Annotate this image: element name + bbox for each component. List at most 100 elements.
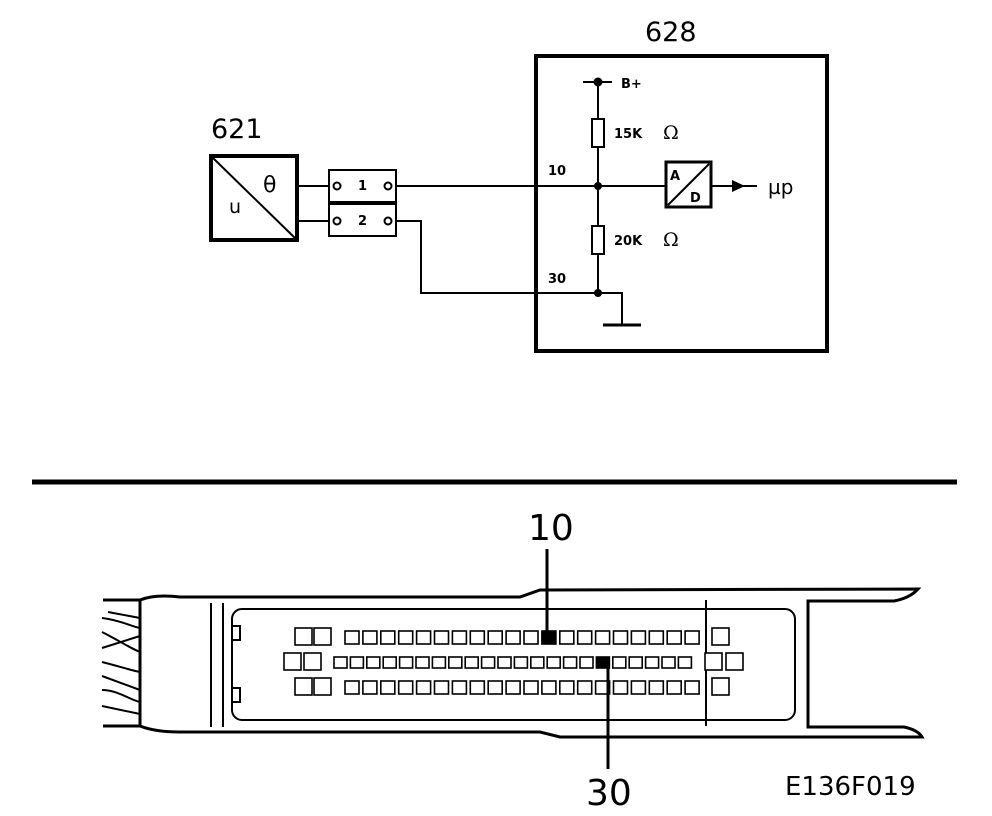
pin-cavity-large <box>725 652 744 671</box>
pin-cavity <box>333 656 348 669</box>
pin-cavity <box>630 680 647 695</box>
pin-cavity <box>431 656 447 669</box>
pin-cavity <box>644 656 660 669</box>
pin-cavity <box>379 630 396 645</box>
pin-cavity <box>415 630 432 645</box>
pin-cavity <box>562 656 578 669</box>
pin-cavity <box>447 656 463 669</box>
pin-cavity <box>628 656 644 669</box>
pin-cavity <box>362 630 378 645</box>
pin-cavity <box>344 680 360 695</box>
pin-cavity <box>529 656 545 669</box>
adc-a-label: A <box>670 169 680 184</box>
resistor-20k <box>591 225 605 255</box>
pin-cavity <box>546 656 562 669</box>
pin-cavity <box>398 656 414 669</box>
pin-cavity-large <box>294 677 313 696</box>
pin-cavity <box>666 630 683 645</box>
pin-cavity-large <box>294 627 313 646</box>
adc-block <box>664 160 713 209</box>
pin-cavity <box>397 680 414 695</box>
pin-cavity <box>469 630 486 645</box>
pin-cavity <box>612 680 629 695</box>
pin-cavity <box>365 656 381 669</box>
pin-cavity <box>579 656 594 669</box>
resistor-15k-label: 15K <box>614 127 643 142</box>
pin-cavity <box>382 656 398 669</box>
pin-cavity <box>379 680 396 695</box>
pin-cavity <box>415 680 432 695</box>
pin-cavity <box>451 630 468 645</box>
callout-label-30: 30 <box>586 773 632 814</box>
pin-cavity <box>648 630 665 645</box>
pin-cavity <box>594 630 611 645</box>
resistor-15k <box>591 118 605 148</box>
pin-cavity <box>505 680 521 695</box>
sensor-theta-symbol: θ <box>263 173 276 198</box>
pin-cavity <box>594 680 611 695</box>
ohm-symbol-top: Ω <box>663 122 679 144</box>
figure-code: E136F019 <box>785 772 916 802</box>
pin-cavity <box>630 630 647 645</box>
pin-cavity <box>397 630 414 645</box>
ecu-628-box <box>534 54 829 353</box>
pin-cavity <box>505 630 521 645</box>
callout-label-10: 10 <box>528 508 574 549</box>
sensor-ref-label: 621 <box>211 114 263 145</box>
ecu-pin-ground-label: 30 <box>548 272 566 287</box>
pin-cavity <box>558 630 575 645</box>
pin-cavity-large <box>313 627 332 646</box>
pin-cavity <box>576 630 593 645</box>
pin-cavity <box>523 630 539 645</box>
sensor-u-symbol: u <box>229 196 241 218</box>
pin-cavity <box>684 630 700 645</box>
pin-cavity <box>344 630 360 645</box>
pin-cavity-highlighted <box>541 630 557 645</box>
sensor-621-box <box>209 154 299 242</box>
pin-cavity <box>666 680 683 695</box>
pin-cavity-large <box>711 627 730 646</box>
pin-cavity-large <box>711 677 730 696</box>
wire-ground <box>396 220 598 294</box>
pin-cavity <box>362 680 378 695</box>
pin-cavity <box>684 680 700 695</box>
output-arrow <box>732 180 745 192</box>
adc-d-label: D <box>690 191 701 206</box>
pin-cavity <box>513 656 529 669</box>
pin-cavity <box>648 680 665 695</box>
pin-cavity <box>451 680 468 695</box>
pin-cavity <box>611 656 627 669</box>
pin-cavity <box>661 656 676 669</box>
pin-cavity <box>677 656 693 669</box>
pin-cavity-large <box>283 652 302 671</box>
pin-cavity <box>464 656 480 669</box>
pin-cavity <box>487 680 504 695</box>
pin-cavity <box>469 680 486 695</box>
pin-cavity-array <box>283 627 744 696</box>
ecu-ref-label: 628 <box>645 17 697 48</box>
pin-cavity <box>497 656 512 669</box>
ohm-symbol-bottom: Ω <box>663 229 679 251</box>
connector-pin2-label: 2 <box>358 214 367 229</box>
pin-cavity <box>576 680 593 695</box>
pin-cavity <box>558 680 575 695</box>
output-label: µp <box>768 175 793 199</box>
pin-cavity-highlighted <box>595 656 611 669</box>
resistor-20k-label: 20K <box>614 234 643 249</box>
pin-cavity-large <box>704 652 723 671</box>
pin-cavity <box>541 680 557 695</box>
pin-cavity <box>487 630 504 645</box>
pin-cavity <box>433 630 450 645</box>
connector-pin1-label: 1 <box>358 179 367 194</box>
pin-cavity-large <box>313 677 332 696</box>
pin-cavity <box>433 680 450 695</box>
pin-cavity <box>523 680 539 695</box>
supply-label: B+ <box>621 77 642 92</box>
ecu-pin-signal-label: 10 <box>548 164 566 179</box>
pin-cavity <box>415 656 430 669</box>
pin-cavity <box>480 656 496 669</box>
harness-connector <box>101 587 925 739</box>
pin-cavity-large <box>303 652 322 671</box>
pin-cavity <box>349 656 365 669</box>
